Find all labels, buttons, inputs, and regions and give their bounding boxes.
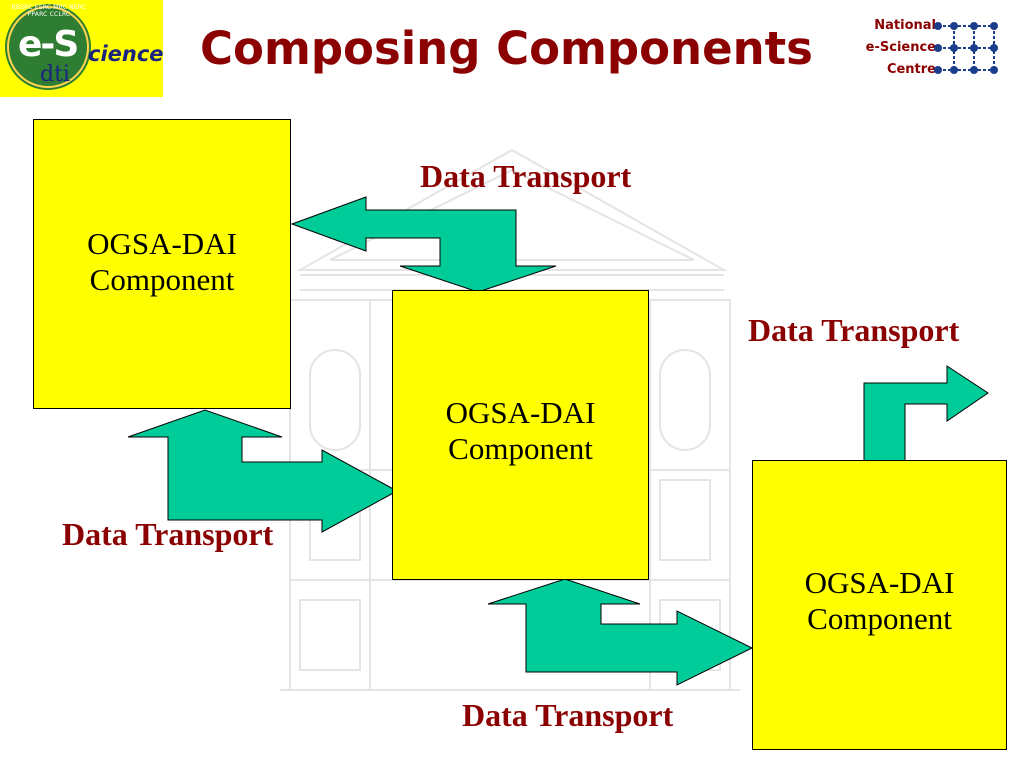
data-transport-label-right: Data Transport: [748, 312, 960, 348]
component-box-1: OGSA-DAI Component: [33, 119, 291, 409]
escience-dti-logo: BBSRC ESRC MRC NERC PPARC CCLRC e-S cien…: [0, 0, 164, 97]
component-label-line1: OGSA-DAI: [804, 565, 955, 600]
national-escience-centre-logo: National e-Science Centre: [842, 14, 1012, 84]
component-label-line1: OGSA-DAI: [87, 226, 237, 261]
data-transport-label-top: Data Transport: [420, 158, 632, 194]
transport-arrow-right: [863, 365, 989, 463]
component-box-3: OGSA-DAI Component: [752, 460, 1007, 750]
transport-arrow-bottom: [487, 578, 754, 686]
data-transport-label-bottom: Data Transport: [462, 697, 674, 733]
component-label-line2: Component: [807, 601, 952, 636]
logo-escience-text: e-Science: [865, 40, 936, 55]
transport-arrow-left: [127, 409, 399, 533]
component-box-2: OGSA-DAI Component: [392, 290, 649, 580]
component-label-line2: Component: [89, 262, 235, 297]
logo-centre-text: Centre: [886, 62, 936, 77]
logo-es-text: e-S: [18, 24, 79, 65]
logo-ring-text: BBSRC ESRC MRC NERC PPARC CCLRC: [11, 4, 87, 18]
logo-national-text: National: [874, 18, 936, 33]
logo-science-text: cience: [88, 42, 164, 66]
component-label-line1: OGSA-DAI: [445, 395, 596, 430]
logo-dti-text: dti: [40, 62, 70, 87]
slide-title: Composing Components: [200, 22, 813, 75]
logo-ring: [7, 6, 89, 88]
logo-grid-icon: [934, 22, 998, 74]
component-label-line2: Component: [448, 431, 593, 466]
transport-arrow-top: [290, 196, 557, 293]
data-transport-label-left: Data Transport: [62, 516, 274, 552]
